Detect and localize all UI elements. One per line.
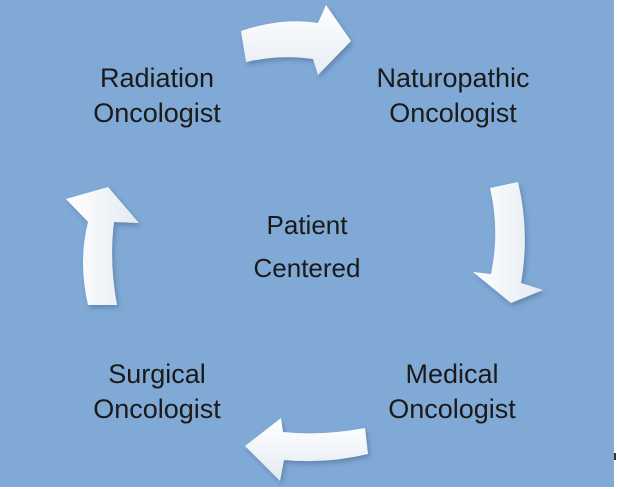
node-naturopathic-line1: Naturopathic — [376, 63, 530, 93]
node-naturopathic-line2: Oncologist — [389, 98, 517, 128]
node-radiation-line1: Radiation — [99, 63, 215, 93]
node-radiation-oncologist: Radiation Oncologist — [57, 61, 257, 131]
edge-marker — [614, 453, 616, 460]
arrow-radiation-to-naturopathic — [241, 5, 351, 75]
center-label-line2: Centered — [253, 253, 361, 283]
center-label-line1: Patient — [266, 210, 348, 240]
node-medical-line2: Oncologist — [388, 394, 516, 424]
arrow-surgical-to-radiation — [66, 187, 139, 305]
node-radiation-line2: Oncologist — [93, 98, 221, 128]
node-medical-oncologist: Medical Oncologist — [352, 357, 552, 427]
center-label: Patient Centered — [207, 204, 407, 290]
arrow-naturopathic-to-medical — [473, 182, 543, 303]
node-surgical-line1: Surgical — [108, 359, 206, 389]
node-surgical-line2: Oncologist — [93, 394, 221, 424]
node-surgical-oncologist: Surgical Oncologist — [57, 357, 257, 427]
node-medical-line1: Medical — [405, 359, 499, 389]
arrow-medical-to-surgical — [245, 418, 368, 481]
node-naturopathic-oncologist: Naturopathic Oncologist — [343, 61, 563, 131]
